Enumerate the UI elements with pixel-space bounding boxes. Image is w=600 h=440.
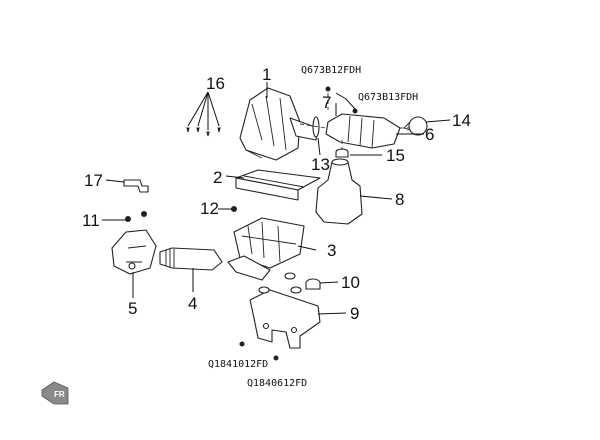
- callout-1: 1: [262, 65, 271, 84]
- callout-14: 14: [452, 111, 471, 130]
- air-intake-duct: [111, 229, 157, 275]
- filter-element: [235, 169, 321, 201]
- callout-5: 5: [128, 299, 137, 318]
- callout-17: 17: [84, 171, 103, 190]
- resonator: [315, 158, 363, 225]
- partno-bolt-bottom-left: Q1841012FD: [208, 359, 268, 370]
- hose-clamp: [403, 116, 428, 136]
- callout-15: 15: [386, 146, 405, 165]
- callout-10: 10: [341, 273, 360, 292]
- callout-11: 11: [82, 211, 100, 230]
- air-cleaner-case: [227, 217, 305, 281]
- outlet-grommet: [335, 148, 349, 158]
- callout-7: 7: [322, 93, 331, 112]
- front-badge-label: FR: [54, 390, 65, 399]
- callout-4: 4: [188, 294, 197, 313]
- part-number-labels: Q673B12FDH Q673B13FDH Q1841012FD Q184061…: [208, 65, 418, 389]
- callout-numbers: 1 2 3 4 5 6 7 8 9 10 11 12 13 14 15 16 1…: [82, 65, 471, 323]
- callout-12: 12: [200, 199, 219, 218]
- clamp-ring: [312, 116, 320, 138]
- bracket-hook: [123, 179, 149, 193]
- clips: [186, 127, 221, 137]
- mounting-bracket: [249, 289, 321, 349]
- front-arrow-icon: [41, 381, 69, 405]
- callout-6: 6: [425, 125, 434, 144]
- leader-lines: [102, 82, 451, 315]
- outlet-duct: [325, 113, 401, 149]
- assembly-dashed-lines: [299, 93, 410, 150]
- callout-16: 16: [206, 74, 225, 93]
- partno-bolt-top: Q673B12FDH: [301, 65, 361, 76]
- front-orientation-badge: FR: [41, 381, 69, 405]
- intake-hose: [159, 247, 223, 271]
- partno-clamp-bolt: Q673B13FDH: [358, 92, 418, 103]
- callout-13: 13: [311, 155, 330, 174]
- bolts: [125, 86, 358, 361]
- partno-bolt-bottom-right: Q1840612FD: [247, 378, 307, 389]
- air-cleaner-cover: [239, 87, 319, 161]
- callout-2: 2: [213, 168, 222, 187]
- rubber-grommet: [305, 278, 321, 290]
- mount-grommets: [258, 272, 302, 294]
- callout-8: 8: [395, 190, 404, 209]
- callout-3: 3: [327, 241, 336, 260]
- callout-9: 9: [350, 304, 359, 323]
